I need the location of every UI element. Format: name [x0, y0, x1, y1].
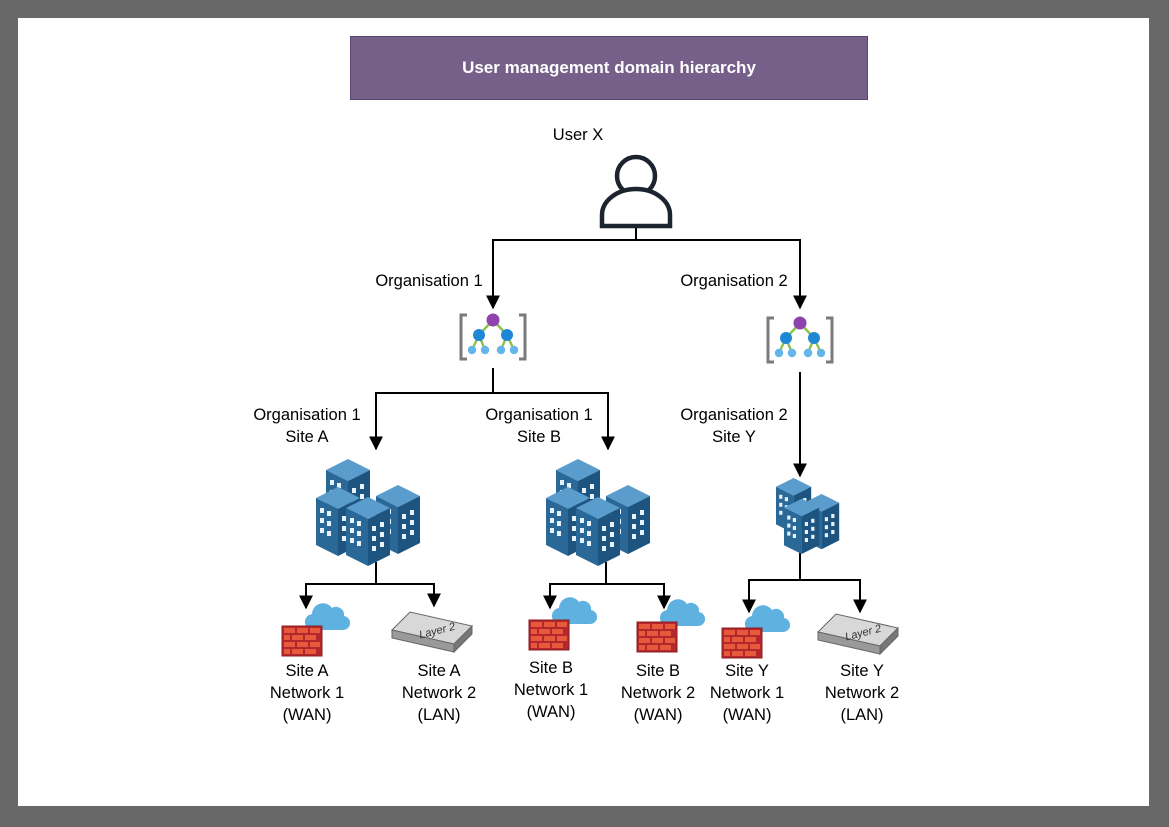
site-b-network-1-firewall-icon — [528, 596, 598, 651]
network-label-line1: Site Y — [725, 662, 769, 680]
site-a-network-1-label: Site A Network 1 (WAN) — [270, 660, 344, 726]
network-label-line1: Site B — [528, 659, 574, 677]
organisation-1-label: Organisation 1 — [375, 272, 483, 290]
network-label-line1: Site A — [285, 662, 329, 680]
site-a-label: Organisation 1 Site A — [253, 404, 360, 448]
network-label-line2: Network 1 — [709, 684, 785, 702]
site-b-building-icon — [546, 459, 650, 566]
user-icon — [599, 154, 673, 229]
site-y-network-1-firewall-icon — [721, 604, 791, 659]
network-label-line3: (WAN) — [633, 706, 683, 724]
site-a-network-2-label: Site A Network 2 (LAN) — [402, 660, 476, 726]
network-label-line3: (LAN) — [417, 706, 461, 724]
network-label-line2: Network 2 — [824, 684, 900, 702]
site-y-network-2-switch-icon: Layer 2 — [817, 613, 899, 655]
site-y-building-icon — [776, 478, 840, 554]
site-y-network-2-label: Site Y Network 2 (LAN) — [825, 660, 899, 726]
diagram-canvas — [18, 18, 1149, 806]
connector-lines — [299, 226, 867, 614]
site-b-network-2-firewall-icon — [636, 598, 706, 653]
network-label-line1: Site Y — [840, 662, 884, 680]
network-label-line3: (WAN) — [722, 706, 772, 724]
site-y-network-1-label: Site Y Network 1 (WAN) — [710, 660, 784, 726]
site-a-label-line2: Site A — [285, 428, 329, 446]
site-y-label: Organisation 2 Site Y — [680, 404, 787, 448]
site-b-label: Organisation 1 Site B — [485, 404, 592, 448]
user-label: User X — [552, 126, 604, 144]
site-y-label-line1: Organisation 2 — [680, 406, 788, 424]
network-label-line2: Network 2 — [401, 684, 477, 702]
network-label-line3: (LAN) — [840, 706, 884, 724]
site-y-label-line2: Site Y — [712, 428, 756, 446]
site-a-network-2-switch-icon: Layer 2 — [391, 611, 473, 653]
network-label-line1: Site B — [635, 662, 681, 680]
network-label-line1: Site A — [417, 662, 461, 680]
site-b-label-line2: Site B — [516, 428, 562, 446]
network-label-line2: Network 1 — [513, 681, 589, 699]
site-b-network-2-label: Site B Network 2 (WAN) — [621, 660, 695, 726]
network-label-line3: (WAN) — [282, 706, 332, 724]
site-b-network-1-label: Site B Network 1 (WAN) — [514, 657, 588, 723]
site-a-building-icon — [316, 459, 420, 566]
network-label-line2: Network 1 — [269, 684, 345, 702]
organisation-1-icon — [459, 312, 527, 361]
site-b-label-line1: Organisation 1 — [485, 406, 593, 424]
network-label-line2: Network 2 — [620, 684, 696, 702]
site-a-network-1-firewall-icon — [281, 602, 351, 657]
site-a-label-line1: Organisation 1 — [253, 406, 361, 424]
organisation-2-label: Organisation 2 — [680, 272, 788, 290]
diagram-title: User management domain hierarchy — [350, 36, 868, 100]
network-label-line3: (WAN) — [526, 703, 576, 721]
organisation-2-icon — [766, 315, 834, 364]
